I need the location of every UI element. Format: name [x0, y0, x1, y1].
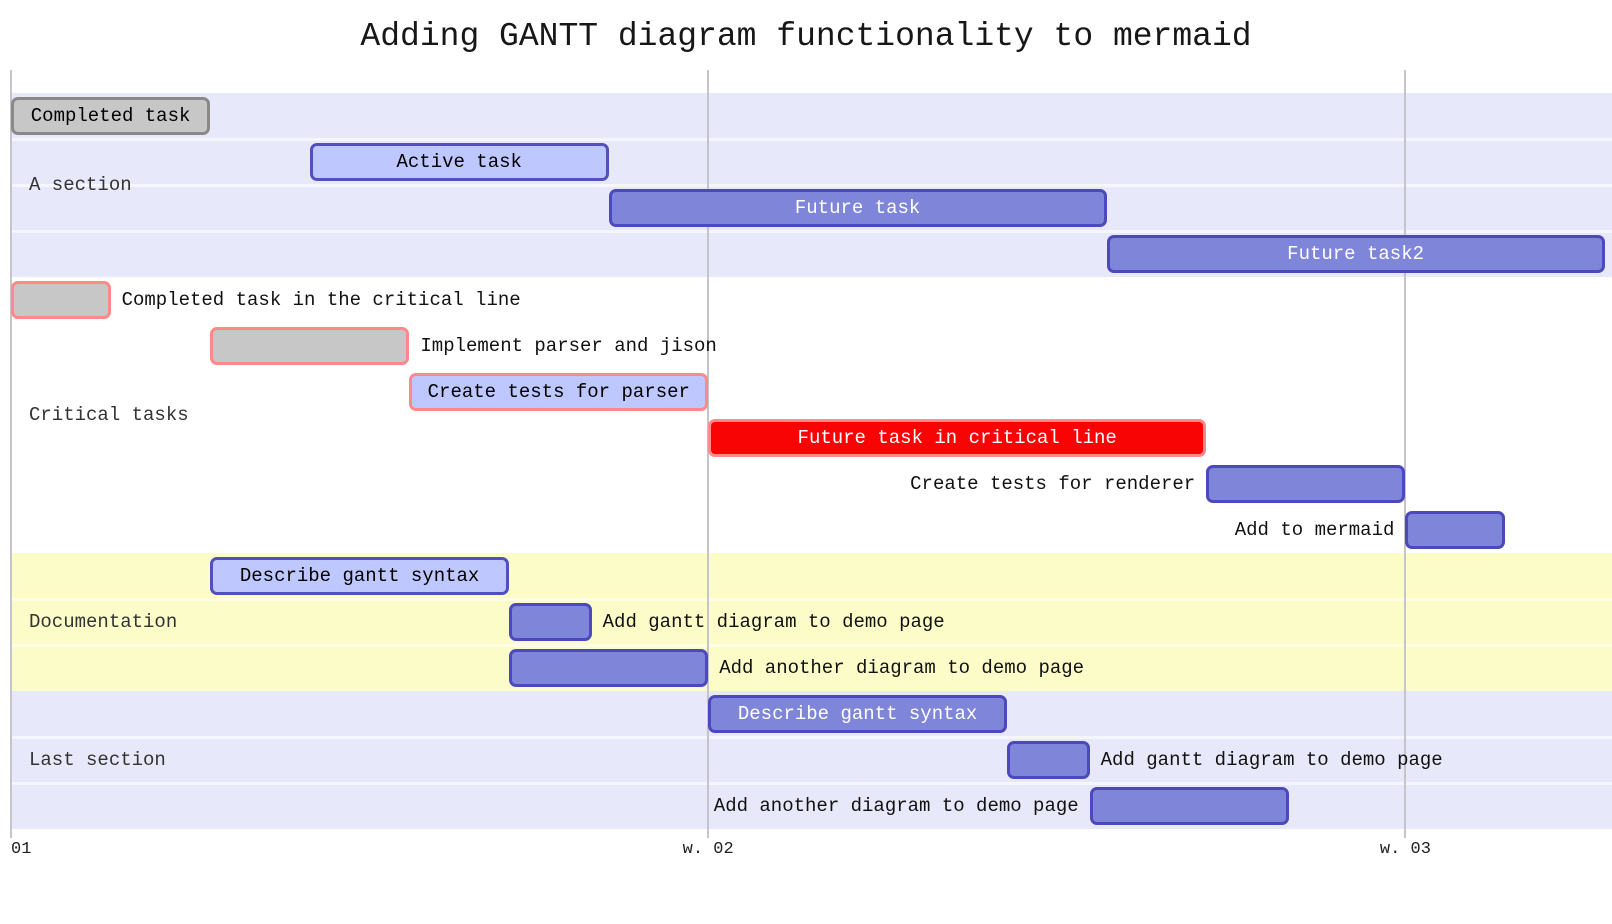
row-separator — [11, 644, 1612, 647]
section-label: A section — [29, 174, 132, 196]
row-separator — [11, 736, 1612, 739]
row-separator — [11, 414, 1612, 417]
week-gridline — [1404, 70, 1407, 838]
task-bar — [1206, 465, 1406, 503]
task-outside-label: Add another diagram to demo page — [719, 657, 1085, 679]
row-separator — [11, 598, 1612, 601]
task-bar — [210, 327, 410, 365]
task-bar: Create tests for parser — [409, 373, 709, 411]
task-bar: Active task — [309, 143, 609, 181]
row-separator — [11, 230, 1612, 233]
row-separator — [11, 460, 1612, 463]
task-bar: Describe gantt syntax — [708, 695, 1007, 733]
row-separator — [11, 322, 1612, 325]
row-separator — [11, 138, 1612, 141]
week-gridline — [707, 70, 710, 838]
task-outside-label: Add to mermaid — [1234, 519, 1395, 541]
chart-title: Adding GANTT diagram functionality to me… — [360, 18, 1252, 55]
section-label: Documentation — [29, 611, 178, 633]
task-outside-label: Completed task in the critical line — [121, 289, 521, 311]
task-outside-label: Implement parser and jison — [420, 335, 717, 357]
task-outside-label: Create tests for renderer — [910, 473, 1196, 495]
week-gridline — [10, 70, 12, 838]
task-bar — [1089, 787, 1289, 825]
task-bar — [11, 281, 111, 319]
row-separator — [11, 782, 1612, 785]
task-bar — [509, 649, 709, 687]
axis-tick-label: w. 03 — [1379, 840, 1431, 859]
row-separator — [11, 368, 1612, 371]
task-outside-label: Add gantt diagram to demo page — [1100, 749, 1443, 771]
task-bar: Completed task — [11, 97, 211, 135]
section-label: Critical tasks — [29, 404, 189, 426]
task-bar — [1405, 511, 1505, 549]
task-outside-label: Add gantt diagram to demo page — [602, 611, 945, 633]
task-bar: Future task in critical line — [708, 419, 1207, 457]
axis-tick-label: w. 02 — [682, 840, 734, 859]
axis-tick-label: 01 — [11, 840, 32, 859]
task-bar — [509, 603, 592, 641]
row-separator — [11, 184, 1612, 187]
section-label: Last section — [29, 749, 166, 771]
task-bar: Future task — [608, 189, 1107, 227]
task-outside-label: Add another diagram to demo page — [713, 795, 1079, 817]
task-bar — [1007, 741, 1090, 779]
row-separator — [11, 506, 1612, 509]
task-bar: Future task2 — [1106, 235, 1605, 273]
task-bar: Describe gantt syntax — [210, 557, 509, 595]
